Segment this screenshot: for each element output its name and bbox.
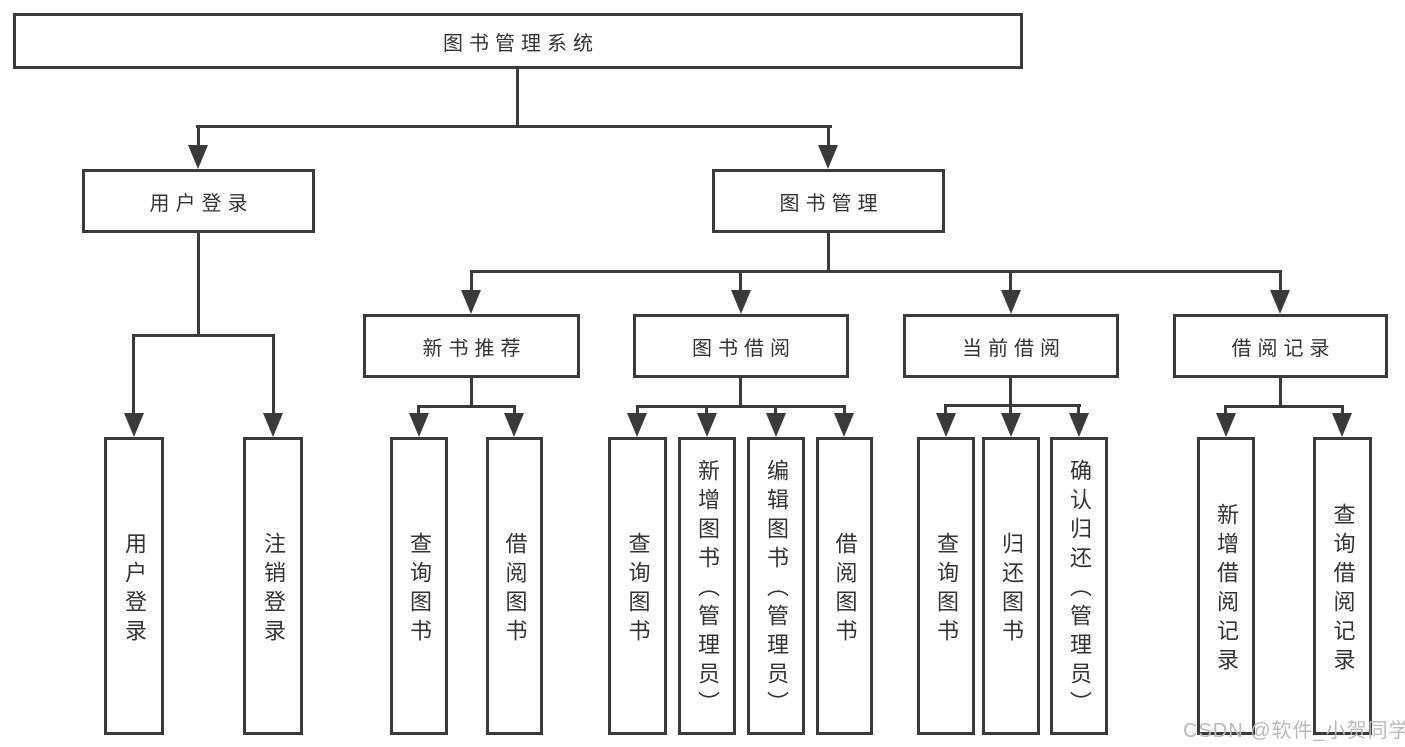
arrow-down-icon bbox=[936, 413, 956, 437]
connector-line bbox=[1279, 270, 1282, 292]
arrow-down-icon bbox=[124, 413, 144, 437]
arrow-down-icon bbox=[1001, 290, 1021, 314]
arrow-down-icon bbox=[834, 413, 854, 437]
connector-line bbox=[636, 405, 639, 417]
connector-line bbox=[197, 125, 200, 147]
arrow-down-icon bbox=[461, 290, 481, 314]
arrow-down-icon bbox=[1216, 413, 1236, 437]
node-label: 新增借阅记录 bbox=[1214, 502, 1239, 677]
node-label: 用户登录 bbox=[122, 531, 147, 648]
connector-line bbox=[1224, 405, 1344, 408]
node-query-books-borrowing: 查询图书 bbox=[608, 437, 667, 735]
arrow-down-icon bbox=[188, 145, 208, 169]
connector-line bbox=[196, 125, 832, 128]
connector-line bbox=[636, 405, 845, 408]
arrow-down-icon bbox=[627, 413, 647, 437]
connector-line bbox=[1009, 270, 1012, 292]
node-label: 借阅图书 bbox=[832, 531, 858, 648]
csdn-watermark: CSDN @软件_小贺同学 bbox=[1183, 720, 1405, 742]
connector-line bbox=[1224, 405, 1227, 417]
node-logout: 注销登录 bbox=[243, 437, 303, 735]
connector-line bbox=[944, 404, 947, 417]
arrow-down-icon bbox=[1001, 413, 1021, 437]
node-label: 新增图书（管理员） bbox=[695, 459, 720, 720]
node-query-borrow-record: 查询借阅记录 bbox=[1313, 437, 1372, 735]
node-label: 归还图书 bbox=[999, 531, 1024, 648]
node-book-borrowing: 图书借阅 bbox=[633, 314, 849, 378]
connector-line bbox=[132, 334, 135, 415]
connector-line bbox=[417, 405, 420, 417]
arrow-down-icon bbox=[1332, 413, 1352, 437]
arrow-down-icon bbox=[697, 413, 717, 437]
node-label: 确认归还（管理员） bbox=[1067, 459, 1092, 720]
connector-line bbox=[470, 378, 473, 407]
connector-line bbox=[827, 125, 830, 147]
arrow-down-icon bbox=[1069, 413, 1089, 437]
connector-line bbox=[1341, 405, 1344, 417]
arrow-down-icon bbox=[263, 413, 283, 437]
node-label: 借阅图书 bbox=[502, 531, 528, 648]
node-label: 查询图书 bbox=[934, 531, 959, 648]
node-book-management: 图书管理 bbox=[712, 169, 945, 233]
connector-line bbox=[417, 405, 516, 408]
node-label: 查询借阅记录 bbox=[1330, 502, 1356, 677]
node-borrowing-records: 借阅记录 bbox=[1173, 314, 1388, 378]
connector-line bbox=[470, 270, 473, 292]
node-user-login: 用户登录 bbox=[82, 169, 315, 233]
node-query-books-current: 查询图书 bbox=[917, 437, 975, 735]
node-return-books: 归还图书 bbox=[982, 437, 1040, 735]
node-query-books-recommend: 查询图书 bbox=[390, 437, 448, 735]
connector-line bbox=[513, 405, 516, 417]
connector-line bbox=[843, 405, 846, 417]
node-current-borrowing: 当前借阅 bbox=[903, 314, 1119, 378]
node-borrow-books-borrowing: 借阅图书 bbox=[816, 437, 873, 735]
connector-line bbox=[944, 404, 1081, 407]
node-edit-books-admin: 编辑图书（管理员） bbox=[747, 437, 805, 735]
connector-line bbox=[1009, 378, 1012, 406]
node-label: 编辑图书（管理员） bbox=[764, 459, 789, 720]
node-add-books-admin: 新增图书（管理员） bbox=[678, 437, 736, 735]
connector-line bbox=[197, 233, 200, 336]
node-new-book-recommend: 新书推荐 bbox=[363, 314, 580, 378]
connector-line bbox=[705, 405, 708, 417]
node-label: 查询图书 bbox=[625, 531, 651, 648]
connector-line bbox=[132, 334, 275, 337]
connector-line bbox=[272, 334, 275, 415]
node-borrow-books-recommend: 借阅图书 bbox=[486, 437, 543, 735]
arrow-down-icon bbox=[818, 145, 838, 169]
node-library-management-system: 图书管理系统 bbox=[13, 13, 1023, 69]
arrow-down-icon bbox=[766, 413, 786, 437]
arrow-down-icon bbox=[504, 413, 524, 437]
node-label: 注销登录 bbox=[261, 531, 286, 648]
arrow-down-icon bbox=[731, 290, 751, 314]
node-add-borrow-record: 新增借阅记录 bbox=[1197, 437, 1255, 735]
connector-line bbox=[1077, 404, 1080, 417]
connector-line bbox=[516, 69, 519, 127]
connector-line bbox=[827, 233, 830, 272]
arrow-down-icon bbox=[1270, 290, 1290, 314]
connector-line bbox=[470, 270, 1282, 273]
node-label: 查询图书 bbox=[407, 531, 432, 648]
node-user-login-leaf: 用户登录 bbox=[104, 437, 164, 735]
connector-line bbox=[774, 405, 777, 417]
connector-line bbox=[739, 270, 742, 292]
connector-line bbox=[1009, 404, 1012, 417]
node-confirm-return-admin: 确认归还（管理员） bbox=[1050, 437, 1108, 735]
arrow-down-icon bbox=[409, 413, 429, 437]
connector-line bbox=[739, 378, 742, 408]
connector-line bbox=[1279, 378, 1282, 407]
